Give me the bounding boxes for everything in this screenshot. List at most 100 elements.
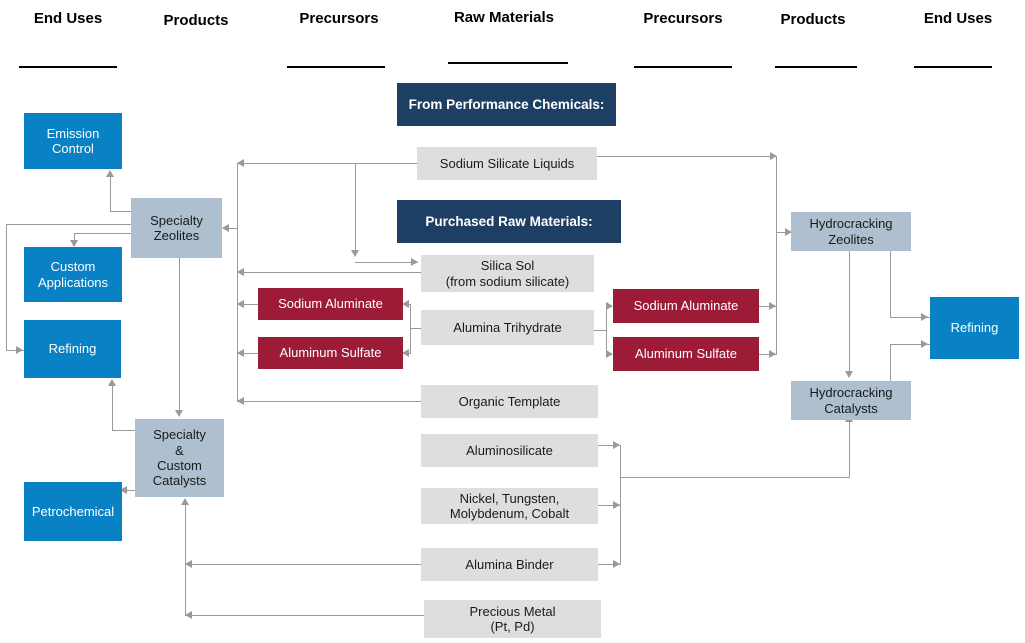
arrowhead-hydrocracking-catalysts-in-top [845, 371, 853, 378]
connector-right-trunk-to-hydrocracking-zeolites [776, 232, 792, 233]
connector-aluminosilicate-out [598, 445, 620, 446]
arrowhead-aluminosilicate-out [613, 441, 620, 449]
connector-zeolites-to-emission-control-h [110, 211, 132, 212]
node-aluminosilicate[interactable]: Aluminosilicate [421, 434, 598, 467]
node-silica-sol[interactable]: Silica Sol(from sodium silicate) [421, 255, 594, 292]
connector-silicate-to-right-trunk [597, 156, 776, 157]
arrowhead-sodium-aluminate-right-in [606, 302, 613, 310]
node-refining-right-label: Refining [950, 320, 999, 336]
column-header-products-left: Products [163, 12, 229, 29]
connector-left-trunk-vertical [237, 163, 238, 402]
arrowhead-sodium-aluminate-right-out [769, 302, 776, 310]
column-rule-end-uses-left [19, 66, 117, 68]
connector-zeolites-to-custom-apps-v [74, 233, 75, 246]
node-sodium-aluminate-left-label: Sodium Aluminate [278, 296, 383, 312]
section-header-purchased-raw-materials-label: Purchased Raw Materials: [425, 213, 593, 229]
node-aluminum-sulfate-left[interactable]: Aluminum Sulfate [258, 337, 403, 369]
node-aluminum-sulfate-right[interactable]: Aluminum Sulfate [613, 337, 759, 371]
section-header-from-performance-chemicals: From Performance Chemicals: [397, 83, 616, 126]
arrowhead-aluminum-sulfate-right-in [606, 350, 613, 358]
arrowhead-precious-metal-left [185, 611, 192, 619]
arrowhead-silica-sol-in [411, 258, 418, 266]
connector-sodium-aluminate-right-out [759, 306, 777, 307]
connector-trihydrate-left-stub [410, 328, 422, 329]
column-rule-precursors-right [634, 66, 732, 68]
connector-zeolites-to-custom-apps-h [74, 233, 132, 234]
connector-left-trunk-to-specialty-zeolites [223, 228, 238, 229]
column-header-raw-materials: Raw Materials [453, 9, 555, 26]
arrowhead-sodium-aluminate-left-in [402, 300, 409, 308]
connector-lower-bracket-to-riser [620, 477, 850, 478]
connector-zeolites-to-refining-h2 [6, 350, 24, 351]
column-rule-products-right [775, 66, 857, 68]
arrowhead-aluminum-sulfate-left-out [237, 349, 244, 357]
arrowhead-aluminum-sulfate-left-in [402, 349, 409, 357]
node-petrochemical[interactable]: Petrochemical [24, 482, 122, 541]
connector-zeolites-to-catalysts-v [179, 258, 180, 414]
node-refining-left-label: Refining [48, 341, 97, 357]
arrowhead-refining-left-in-lower [108, 379, 116, 386]
node-sodium-silicate-liquids[interactable]: Sodium Silicate Liquids [417, 147, 597, 180]
node-aluminum-sulfate-left-label: Aluminum Sulfate [279, 345, 382, 361]
arrowhead-refining-right-in-lower [921, 340, 928, 348]
node-sodium-aluminate-right-label: Sodium Aluminate [633, 298, 739, 314]
node-silica-sol-label: Silica Sol(from sodium silicate) [445, 258, 570, 289]
node-alumina-trihydrate-label: Alumina Trihydrate [453, 319, 562, 335]
connector-hc-to-refining-h [890, 344, 930, 345]
connector-aluminum-sulfate-right-out [759, 354, 777, 355]
node-refining-right[interactable]: Refining [930, 297, 1019, 359]
node-alumina-binder[interactable]: Alumina Binder [421, 548, 598, 581]
node-sodium-aluminate-right[interactable]: Sodium Aluminate [613, 289, 759, 323]
arrowhead-custom-applications-in [70, 240, 78, 247]
connector-hc-to-refining-v [890, 344, 891, 382]
column-header-products-right: Products [780, 11, 846, 28]
node-sodium-silicate-liquids-label: Sodium Silicate Liquids [439, 155, 575, 171]
node-nickel-tungsten-molybdenum-cobalt-label: Nickel, Tungsten,Molybdenum, Cobalt [449, 490, 570, 521]
node-precious-metal[interactable]: Precious Metal(Pt, Pd) [424, 600, 601, 638]
connector-silicate-branch-to-silica-sol [355, 262, 418, 263]
column-header-precursors-left: Precursors [299, 10, 379, 27]
connector-zeolites-to-refining-v [6, 224, 7, 350]
column-header-end-uses-left: End Uses [33, 10, 103, 27]
connector-silica-sol-to-left-trunk [237, 272, 421, 273]
node-aluminum-sulfate-right-label: Aluminum Sulfate [635, 346, 737, 362]
connector-alumina-binder-to-left [185, 564, 422, 565]
arrowhead-silicate-left [237, 159, 244, 167]
node-organic-template[interactable]: Organic Template [421, 385, 598, 418]
connector-catalysts-to-refining-h [112, 430, 136, 431]
connector-hz-to-refining-v [890, 251, 891, 318]
connector-bottom-riser-vertical [185, 503, 186, 616]
connector-catalysts-to-refining-v [112, 384, 113, 431]
arrowhead-nickel-group-out [613, 501, 620, 509]
arrowhead-hydrocracking-zeolites-in [785, 228, 792, 236]
node-refining-left[interactable]: Refining [24, 320, 121, 378]
arrowhead-sodium-aluminate-left-out [237, 300, 244, 308]
arrowhead-alumina-binder-left [185, 560, 192, 568]
node-organic-template-label: Organic Template [458, 393, 561, 409]
node-sodium-aluminate-left[interactable]: Sodium Aluminate [258, 288, 403, 320]
arrowhead-silica-sol-out-left [237, 268, 244, 276]
connector-riser-to-hydrocracking-catalysts [849, 420, 850, 478]
arrowhead-aluminum-sulfate-right-out [769, 350, 776, 358]
connector-hz-to-hc-vertical [849, 251, 850, 375]
connector-right-trunk-vertical [776, 156, 777, 355]
node-petrochemical-label: Petrochemical [31, 503, 115, 519]
connector-catalysts-to-petrochemical [122, 490, 136, 491]
column-rule-precursors-left [287, 66, 385, 68]
node-nickel-tungsten-molybdenum-cobalt[interactable]: Nickel, Tungsten,Molybdenum, Cobalt [421, 488, 598, 524]
connector-nickel-group-out [598, 505, 620, 506]
connector-precious-metal-to-left [185, 615, 425, 616]
node-alumina-trihydrate[interactable]: Alumina Trihydrate [421, 310, 594, 345]
node-precious-metal-label: Precious Metal(Pt, Pd) [469, 603, 556, 634]
